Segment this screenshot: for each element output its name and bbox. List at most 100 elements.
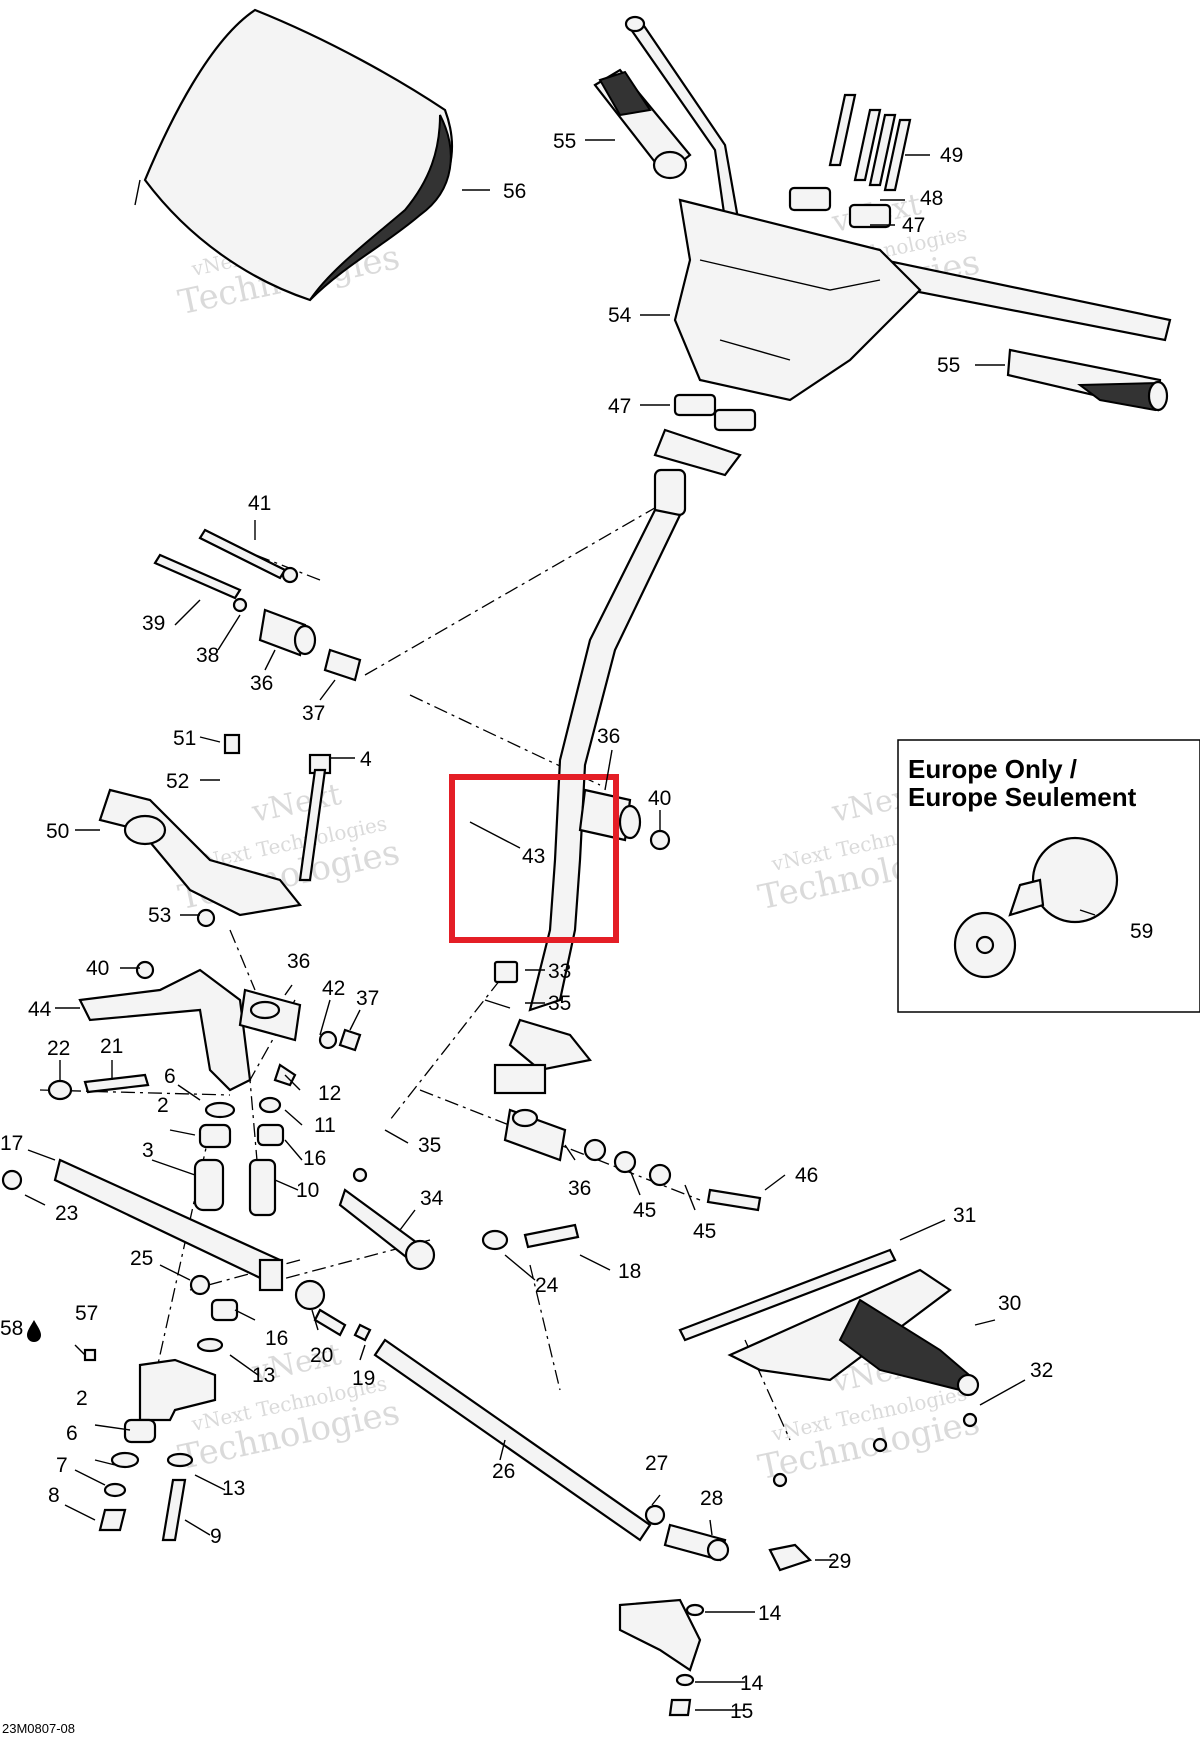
bushing-center [238, 988, 362, 1052]
callout-label: 48 [920, 187, 943, 210]
callout-label: 18 [618, 1260, 641, 1283]
lower-hardware [83, 1274, 239, 1362]
clamps [673, 186, 892, 432]
inset-title-fr: Europe Seulement [908, 782, 1137, 812]
boot-assembly [678, 1248, 980, 1488]
callout-label: 3 [142, 1139, 154, 1162]
oil-drop-icon [27, 1320, 41, 1342]
bushing-upper [258, 608, 362, 682]
leader-lines [24, 139, 1096, 1711]
callout-label: 19 [352, 1367, 375, 1390]
callout-label: 39 [142, 612, 165, 635]
callout-label: 49 [940, 144, 963, 167]
lower-fittings [618, 1543, 813, 1717]
callout-label: 40 [86, 957, 109, 980]
callout-label: 30 [998, 1292, 1021, 1315]
callout-label: 15 [730, 1700, 753, 1723]
callout-label: 41 [248, 492, 271, 515]
steering-column [493, 508, 682, 1095]
steering-arm [98, 1358, 217, 1542]
callout-label: 20 [310, 1344, 333, 1367]
callout-label: 51 [173, 727, 196, 750]
horn [953, 836, 1119, 979]
nut-33 [484, 960, 519, 1009]
callout-label: 42 [322, 977, 345, 1000]
windshield [134, 8, 453, 302]
callout-label: 53 [148, 904, 171, 927]
callout-label: 37 [302, 702, 325, 725]
callout-label: 47 [902, 214, 925, 237]
bushings-right-lower [503, 1108, 762, 1212]
left-grip [593, 68, 692, 180]
callout-label: 27 [645, 1452, 668, 1475]
callout-label: 13 [222, 1477, 245, 1500]
bolts [828, 93, 912, 192]
callout-label: 28 [700, 1487, 723, 1510]
callout-label: 33 [548, 960, 571, 983]
callout-label: 7 [56, 1454, 68, 1477]
callout-label: 46 [795, 1164, 818, 1187]
callout-label: 29 [828, 1550, 851, 1573]
left-hardware [47, 1063, 297, 1217]
callout-label: 25 [130, 1247, 153, 1270]
handlebar-support [673, 198, 922, 402]
callout-label: 35 [418, 1134, 441, 1157]
callout-label: 38 [196, 644, 219, 667]
highlight-box [449, 774, 619, 943]
callout-label: 9 [210, 1525, 222, 1548]
callout-label: 14 [740, 1672, 764, 1695]
tie-rod [294, 1279, 730, 1562]
callout-label: 45 [693, 1220, 716, 1243]
callout-label: 23 [55, 1202, 78, 1225]
callout-label: 36 [597, 725, 620, 748]
bolts-upper-left [153, 528, 299, 613]
bracket-lower [78, 960, 252, 1092]
callout-label: 32 [1030, 1359, 1053, 1382]
callout-label: 52 [166, 770, 189, 793]
callout-label: 26 [492, 1460, 515, 1483]
europe-inset: Europe Only / Europe Seulement [897, 739, 1200, 1013]
callout-label: 57 [75, 1302, 98, 1325]
right-grip [1006, 348, 1169, 412]
callout-label: 56 [503, 180, 526, 203]
callout-label: 21 [100, 1035, 123, 1058]
callout-label: 54 [608, 304, 632, 327]
callout-label: 8 [48, 1484, 60, 1507]
callouts: 56 55 49 48 47 54 55 47 41 39 38 36 37 5… [0, 130, 1153, 1723]
bolt-18 [481, 1223, 580, 1251]
callout-label: 55 [937, 354, 960, 377]
callout-label: 2 [157, 1094, 169, 1117]
steering-column-top [653, 428, 742, 517]
highlight-label: 43 [522, 845, 545, 868]
callout-label: 24 [535, 1274, 559, 1297]
callout-label: 36 [568, 1177, 591, 1200]
callout-label: 10 [296, 1179, 319, 1202]
callout-label: 6 [66, 1422, 78, 1445]
callout-label: 47 [608, 395, 631, 418]
link-34 [338, 1167, 436, 1271]
callout-label: 44 [28, 998, 52, 1021]
callout-label: 45 [633, 1199, 656, 1222]
callout-label: 11 [314, 1114, 336, 1137]
callout-label: 12 [318, 1082, 341, 1105]
inset-title-en: Europe Only / [908, 754, 1077, 784]
callout-label: 35 [548, 992, 571, 1015]
callout-label: 17 [0, 1132, 23, 1155]
rail-17 [1, 1158, 284, 1292]
callout-label: 40 [648, 787, 671, 810]
callout-label: 14 [758, 1602, 782, 1625]
callout-label: 50 [46, 820, 69, 843]
callout-label: 6 [164, 1065, 176, 1088]
callout-label: 59 [1130, 920, 1153, 943]
callout-label: 34 [420, 1187, 444, 1210]
callout-label: 13 [252, 1364, 275, 1387]
callout-label: 55 [553, 130, 576, 153]
bracket-upper [98, 733, 332, 928]
callout-label: 22 [47, 1037, 70, 1060]
drawing-code: 23M0807-08 [2, 1721, 75, 1736]
callout-label: 16 [265, 1327, 288, 1350]
callout-label: 58 [0, 1317, 23, 1340]
callout-label: 37 [356, 987, 379, 1010]
callout-label: 36 [250, 672, 273, 695]
